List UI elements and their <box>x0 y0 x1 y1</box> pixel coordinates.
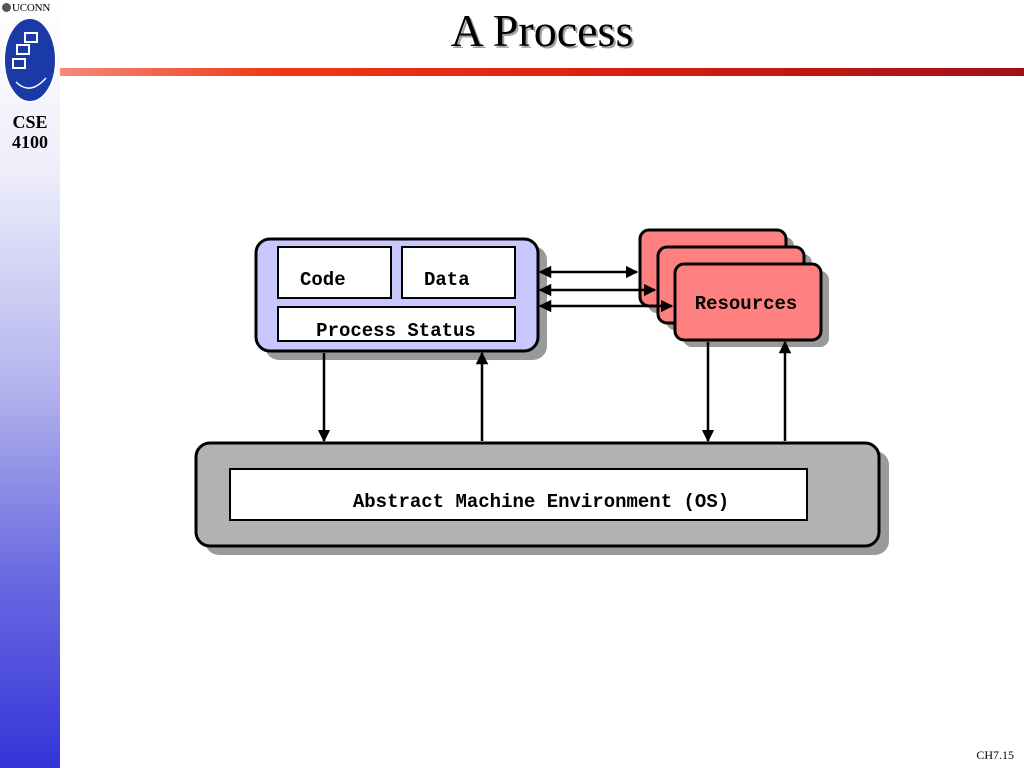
slide-title: A Process <box>450 5 634 56</box>
process-resource-arrows <box>538 265 674 313</box>
environment-box: Abstract Machine Environment (OS) <box>194 441 889 555</box>
code-label: Code <box>300 269 346 291</box>
course-number: CSE 4100 <box>0 112 60 152</box>
course-line-1: CSE <box>12 112 48 132</box>
data-label: Data <box>424 269 470 291</box>
university-name: UCONN <box>12 2 51 14</box>
slide-number: CH7.15 <box>976 748 1014 762</box>
course-line-2: 4100 <box>12 132 48 152</box>
process-status-label: Process Status <box>316 320 476 342</box>
seal-icon <box>2 3 11 12</box>
resources-label: Resources <box>695 293 798 315</box>
uconn-wordmark: UCONN <box>2 2 50 14</box>
sidebar: UCONN CSE 4100 <box>0 0 60 768</box>
cse-logo-icon <box>3 17 57 103</box>
title-divider <box>60 68 1024 76</box>
environment-label: Abstract Machine Environment (OS) <box>353 491 729 513</box>
resources-stack: Resources <box>638 228 829 347</box>
process-box: Code Data Process Status <box>254 237 547 360</box>
environment-arrows <box>317 340 792 443</box>
